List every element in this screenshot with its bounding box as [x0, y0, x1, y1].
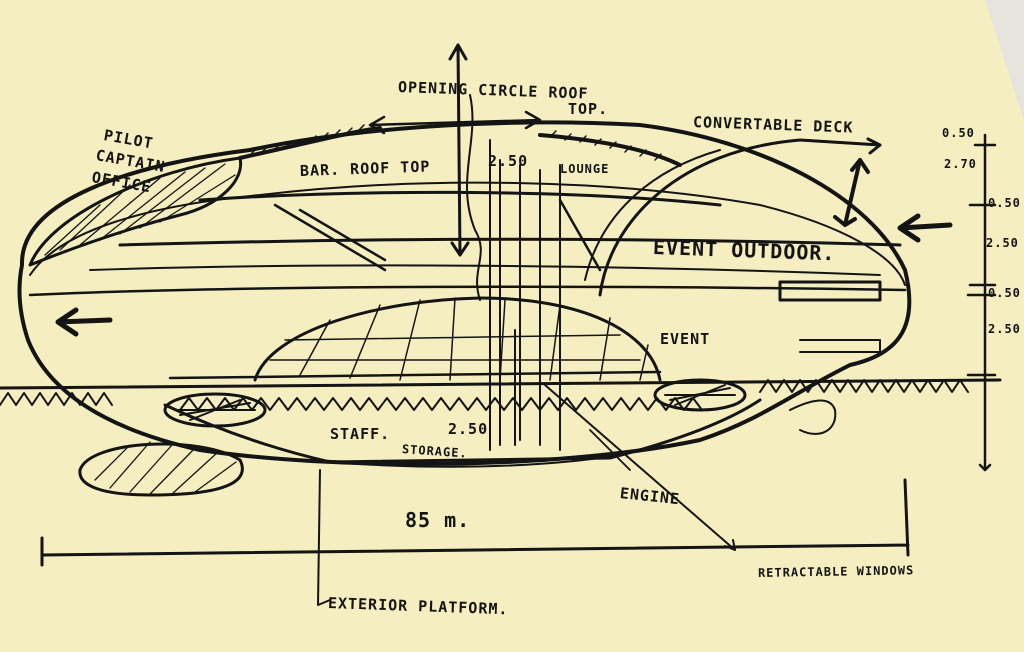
event-box: [778, 280, 882, 302]
label-dim-250-lower: 2.50: [448, 420, 489, 438]
dome-ribs: [269, 297, 649, 381]
convertable-deck-2: [584, 149, 721, 281]
pilot-office: [28, 156, 243, 267]
label-length: 85 m.: [405, 508, 471, 532]
bar-supports: [273, 198, 602, 272]
roof-arrow-horizontal: [368, 110, 542, 135]
main-deck: [28, 285, 907, 297]
roof-arrow-vertical: [448, 43, 470, 257]
pod-left-fill: [174, 399, 256, 421]
label-lounge: LOUNGE: [560, 162, 610, 176]
dim-3: 0.50: [988, 196, 1021, 210]
roof-arrow-wavy: [465, 94, 482, 301]
waterline-2: [168, 370, 662, 380]
vertical-supports: [489, 139, 561, 451]
convertable-deck: [598, 137, 882, 297]
height-dimension: [966, 133, 997, 472]
deck-arrow: [833, 158, 870, 227]
dim-1: 0.50: [942, 126, 975, 140]
hull-outline-2: [29, 181, 906, 286]
pod-left: [163, 392, 267, 428]
dim-4: 2.50: [986, 236, 1019, 250]
label-opening-roof-2: TOP.: [568, 100, 609, 118]
zigzag-hull: [0, 379, 969, 411]
mid-deck: [118, 237, 902, 247]
label-staff: STAFF.: [330, 425, 391, 443]
event-box-2: [799, 339, 881, 353]
label-retractable-windows: RETRACTABLE WINDOWS: [757, 563, 915, 580]
pod-right-fill: [664, 384, 736, 406]
table-corner: [985, 0, 1024, 120]
roof-hatch: [249, 124, 662, 161]
lower-hull-2: [329, 454, 621, 468]
engine-pod: [78, 442, 244, 497]
label-event: EVENT: [660, 330, 711, 348]
roof-deck: [238, 126, 682, 167]
pilot-hatch: [44, 163, 236, 256]
engine-side: [789, 399, 837, 435]
dim-6: 2.50: [988, 322, 1021, 336]
pod-right: [653, 378, 747, 412]
inbound-arrow: [897, 213, 953, 243]
left-arrow: [55, 307, 113, 337]
engine-hatch: [94, 441, 237, 495]
dim-2: 2.70: [944, 157, 977, 171]
engine-leader: [589, 429, 631, 471]
deck-line-4: [89, 264, 881, 276]
dim-5: 0.50: [988, 286, 1021, 300]
exterior-leader: [317, 469, 331, 606]
label-dim-250-top: 2.50: [488, 152, 529, 170]
length-dimension: [40, 478, 910, 567]
